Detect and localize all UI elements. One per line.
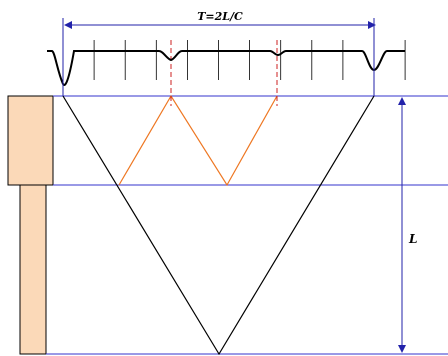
tick-marks	[62, 40, 406, 80]
reflection-path	[118, 94, 278, 187]
length-label: L	[408, 232, 417, 246]
wave-path	[62, 95, 375, 356]
period-label: T=2L/C	[197, 10, 243, 23]
pile-shaft	[19, 184, 47, 355]
pile-cap	[7, 95, 54, 186]
signal-trace	[47, 50, 405, 86]
